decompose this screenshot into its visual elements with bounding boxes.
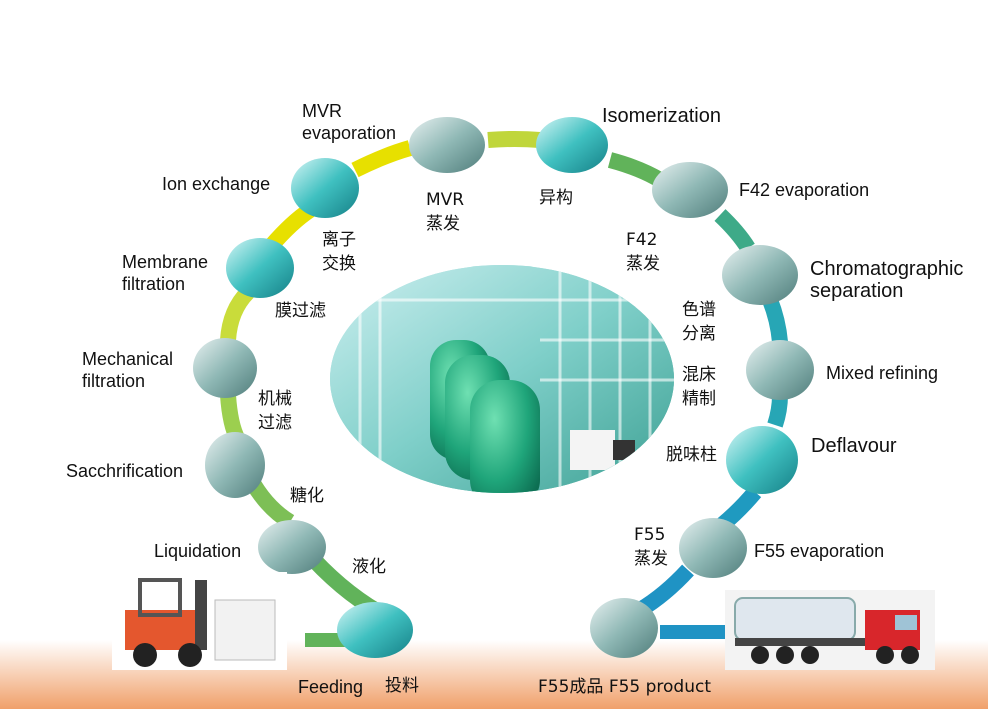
loop-segment (272, 210, 310, 245)
label-mvr-en: MVR evaporation (302, 100, 396, 144)
label-mechanical-zh: 机械 过滤 (258, 387, 292, 435)
loop-segment (228, 292, 248, 340)
thumb-feeding (337, 602, 413, 658)
thumb-sacchrification (205, 432, 265, 498)
thumb-f55 (679, 518, 747, 578)
label-mixed-refining-en: Mixed refining (826, 362, 938, 384)
label-mixed-refining-zh: 混床 精制 (682, 363, 716, 411)
thumb-isomerization (536, 117, 608, 173)
tanker-truck-photo (725, 590, 935, 670)
loop-segment (355, 148, 410, 170)
thumb-deflavour (726, 426, 798, 494)
label-sacchrification-zh: 糖化 (290, 484, 324, 508)
label-mvr-zh: MVR 蒸发 (426, 188, 464, 236)
thumb-mvr (409, 117, 485, 173)
label-chromatographic-en: Chromatographic separation (810, 258, 963, 302)
thumb-product (590, 598, 658, 658)
thumb-mechanical (193, 338, 257, 398)
label-isomerization-en: Isomerization (602, 105, 721, 127)
loop-segment (722, 492, 755, 525)
thumb-ion-exchange (291, 158, 359, 218)
thumb-membrane (226, 238, 294, 298)
central-plant-photo (330, 265, 680, 510)
label-product: F55成品 F55 product (538, 676, 711, 698)
label-liquidation-zh: 液化 (352, 555, 386, 579)
label-f55-en: F55 evaporation (754, 540, 884, 562)
thumb-liquidation (258, 520, 326, 574)
label-f42-en: F42 evaporation (739, 179, 869, 201)
label-isomerization-zh: 异构 (539, 186, 573, 210)
label-ion-exchange-en: Ion exchange (162, 173, 270, 195)
label-deflavour-en: Deflavour (811, 435, 897, 457)
label-liquidation-en: Liquidation (154, 540, 241, 562)
label-sacchrification-en: Sacchrification (66, 460, 183, 482)
label-deflavour-zh: 脱味柱 (666, 443, 717, 467)
thumb-f42 (652, 162, 728, 218)
label-feeding-en: Feeding (298, 676, 363, 698)
thumb-mixed-refining (746, 340, 814, 400)
loop-segment (610, 160, 660, 180)
label-ion-exchange-zh: 离子 交换 (322, 228, 356, 276)
thumb-chromatographic (722, 245, 798, 305)
loop-segment (488, 139, 540, 140)
label-mechanical-en: Mechanical filtration (82, 348, 173, 392)
label-chromatographic-zh: 色谱 分离 (682, 298, 716, 346)
label-membrane-en: Membrane filtration (122, 251, 208, 295)
label-membrane-zh: 膜过滤 (275, 299, 326, 323)
loop-segment (770, 300, 780, 342)
label-feeding-zh: 投料 (385, 674, 419, 698)
label-f55-zh: F55 蒸发 (634, 523, 668, 571)
forklift-photo (112, 572, 287, 670)
label-f42-zh: F42 蒸发 (626, 228, 660, 276)
loop-segment (640, 570, 688, 610)
loop-segment (720, 215, 748, 248)
